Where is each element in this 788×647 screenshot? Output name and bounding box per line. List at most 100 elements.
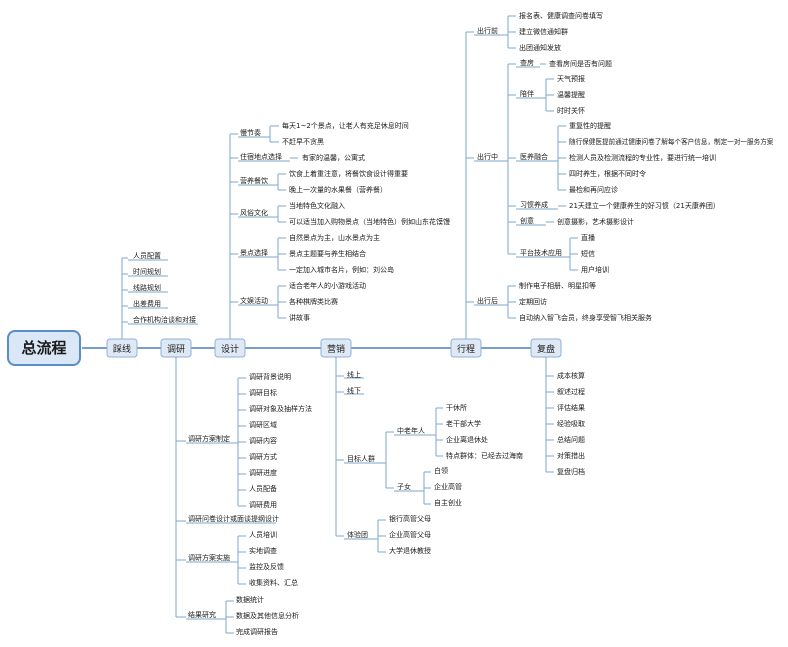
xingcheng-qian-item: 报名表、健康调查问卷填写	[519, 11, 603, 20]
xingcheng-chuangyi-item: 创意摄影，艺术摄影设计	[557, 217, 634, 226]
xingcheng-xiguan-item: 21天建立一个健康养生的好习惯（21天康养团）	[569, 201, 720, 210]
diaoyan-jieguo-item: 数据及其他信息分析	[236, 611, 299, 620]
sheji-jingdian-item: 自然景点为主，山水景点为主	[289, 233, 380, 242]
yingxiao-zhonglao-item: 干休所	[446, 403, 467, 412]
diaoyan-shishi-item: 收集资料、汇总	[249, 578, 298, 587]
sheji-wenyu-label: 文娱活动	[240, 296, 268, 305]
diaoyan-jieguo-label: 结果研究	[188, 610, 216, 619]
fupan-item: 成本核算	[557, 371, 585, 380]
sheji-yingyang-item: 晚上一次量的水果餐（营养餐）	[289, 185, 387, 194]
sheji-wenyu-item: 讲故事	[289, 313, 310, 322]
diaoyan-shishi-item: 人员培训	[249, 530, 277, 539]
sheji-jiezou-label: 慢节奏	[240, 128, 261, 137]
yingxiao-zhonglao-item: 企业离退休处	[446, 435, 488, 444]
sheji-jingdian-item: 一定加入城市名片，例如：刘公岛	[289, 265, 394, 274]
caixian-item: 时间规划	[133, 267, 161, 276]
xingcheng-chuangyi-label: 创意	[520, 216, 534, 225]
xingcheng-yiyang-item: 检测人员及检测流程的专业性，要进行统一培训	[569, 153, 716, 162]
yingxiao-zinv-label: 子女	[397, 482, 411, 491]
stage-label: 营销	[327, 343, 345, 355]
yingxiao-zinv-item: 自主创业	[434, 498, 462, 507]
xingcheng-qian-item: 建立微信通知群	[519, 27, 568, 36]
stage-label: 调研	[167, 344, 185, 355]
xingcheng-branch: 出行前 报名表、健康调查问卷填写 建立微信通知群 出团通知发放 出行中 查房 查…	[465, 11, 774, 339]
caixian-item: 人员配置	[133, 252, 161, 260]
xingcheng-hou-item: 自动纳入智飞会员，终身享受智飞相关服务	[519, 313, 652, 322]
diaoyan-fangan-item: 调研区域	[249, 420, 277, 429]
caixian-branch: 人员配置 时间规划 线路规划 出差费用 合作机构洽谈和对接	[121, 252, 198, 339]
stage-label: 设计	[221, 343, 239, 355]
root-label: 总流程	[21, 339, 66, 357]
fupan-item: 总结问题	[557, 435, 585, 444]
fupan-item: 评估结果	[557, 403, 585, 412]
xingcheng-yiyang-item: 四时养生，根据不同时令	[569, 169, 646, 178]
xingcheng-qian-item: 出团通知发放	[519, 43, 561, 52]
diaoyan-fangan-label: 调研方案制定	[188, 434, 230, 443]
stage-caixian[interactable]: 踩线	[106, 338, 138, 358]
sheji-wenyu-item: 适合老年人的小游戏活动	[289, 281, 366, 290]
sheji-branch: 慢节奏 每天1~2个景点，让老人有充足休息时间 不赶早不贪黑 住宿地点选择 有家…	[229, 121, 450, 339]
root-node[interactable]: 总流程	[7, 330, 81, 366]
xingcheng-peiban-item: 天气预报	[557, 74, 585, 83]
xingcheng-yiyang-item: 最检和再问应诊	[569, 185, 618, 194]
xingcheng-peiban-item: 时时关怀	[557, 106, 585, 115]
xingcheng-yiyang-label: 医养融合	[520, 152, 548, 161]
yingxiao-tiyan-label: 体验团	[347, 530, 368, 539]
yingxiao-branch: 线上 线下 目标人群 中老年人 干休所 老干部大学 企业离退休处 特点群体：已经…	[335, 357, 523, 555]
xingcheng-zhong-label: 出行中	[477, 152, 498, 161]
sheji-fengsu-item: 当地特色文化融入	[289, 201, 345, 210]
yingxiao-zhonglao-item: 特点群体：已经去过海南	[446, 451, 523, 460]
yingxiao-zinv-item: 白领	[434, 466, 448, 475]
diaoyan-wenjuan: 调研问卷设计或面谈提纲设计	[188, 514, 279, 523]
fupan-branch: 成本核算 叙述过程 评估结果 经验吸取 总结问题 对策措出 复盘归档	[545, 357, 585, 476]
xingcheng-hou-item: 制作电子相册、明星扣等	[519, 281, 596, 290]
caixian-item: 线路规划	[133, 283, 161, 292]
diaoyan-shishi-item: 实地调查	[249, 546, 277, 555]
diaoyan-fangan-item: 人员配备	[249, 484, 277, 493]
yingxiao-tiyan-item: 银行高管父母	[389, 514, 431, 523]
xingcheng-hou-label: 出行后	[477, 296, 498, 305]
diaoyan-fangan-item: 调研方式	[249, 452, 277, 461]
diaoyan-shishi-label: 调研方案实施	[188, 553, 230, 562]
yingxiao-mubiao-label: 目标人群	[347, 454, 375, 463]
diaoyan-fangan-item: 调研对象及抽样方法	[249, 404, 312, 413]
yingxiao-tiyan-item: 大学退休教授	[389, 546, 431, 555]
fupan-item: 复盘归档	[557, 467, 585, 476]
diaoyan-branch: 调研方案制定 调研背景说明 调研目标 调研对象及抽样方法 调研区域 调研内容 调…	[175, 357, 312, 636]
sheji-zhusu-label: 住宿地点选择	[240, 152, 282, 161]
diaoyan-fangan-item: 调研背景说明	[249, 372, 291, 381]
xingcheng-chafang-item: 查看房间是否有问题	[549, 59, 612, 68]
sheji-jingdian-item: 景点主题要与养生相结合	[289, 249, 366, 258]
yingxiao-zinv-item: 企业高管	[434, 482, 462, 491]
yingxiao-tiyan-item: 企业高管父母	[389, 530, 431, 539]
diaoyan-jieguo-item: 数据统计	[236, 595, 264, 604]
xingcheng-peiban-label: 陪伴	[520, 89, 534, 98]
stage-diaoyan[interactable]: 调研	[160, 338, 192, 358]
fupan-item: 经验吸取	[557, 419, 585, 428]
sheji-fengsu-item: 可以适当加入购物景点（当地特色）例如山东花馍馒	[289, 217, 450, 226]
stage-sheji[interactable]: 设计	[214, 338, 246, 358]
sheji-zhusu-item: 有家的温馨，公寓式	[302, 153, 365, 162]
xingcheng-yiyang-item: 重复性的提醒	[569, 121, 611, 130]
fupan-item: 对策措出	[557, 451, 585, 460]
stage-xingcheng[interactable]: 行程	[450, 338, 482, 358]
diaoyan-fangan-item: 调研内容	[249, 436, 277, 445]
sheji-yingyang-label: 营养餐饮	[240, 176, 268, 185]
xingcheng-pingtai-item: 直播	[581, 233, 595, 242]
xingcheng-pingtai-label: 平台技术应用	[520, 248, 562, 257]
stage-fupan[interactable]: 复盘	[530, 338, 562, 358]
fupan-item: 叙述过程	[557, 387, 585, 396]
xingcheng-hou-item: 定期回访	[519, 297, 547, 306]
stage-yingxiao[interactable]: 营销	[320, 338, 352, 358]
caixian-item: 合作机构洽谈和对接	[133, 315, 196, 324]
xingcheng-pingtai-item: 用户培训	[581, 265, 609, 274]
xingcheng-qian-label: 出行前	[477, 26, 498, 35]
xingcheng-pingtai-item: 短信	[581, 249, 595, 258]
stage-label: 踩线	[113, 343, 131, 355]
yingxiao-zhonglao-item: 老干部大学	[446, 419, 481, 428]
yingxiao-zhonglao-label: 中老年人	[397, 426, 425, 435]
xingcheng-peiban-item: 温馨提醒	[557, 90, 585, 99]
diaoyan-fangan-item: 调研目标	[249, 388, 277, 397]
caixian-item: 出差费用	[133, 299, 161, 308]
